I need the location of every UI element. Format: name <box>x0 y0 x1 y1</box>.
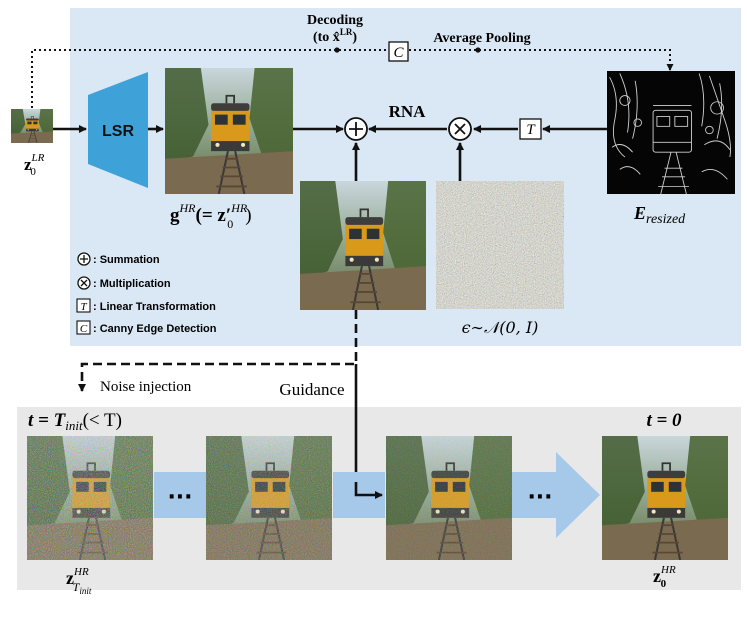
noise-injection-dashed-path <box>78 310 358 392</box>
transform-box <box>519 118 542 140</box>
z0-lr-image <box>11 109 53 143</box>
pooling-dot <box>475 47 481 53</box>
z0-hr-label: zHR 0 <box>653 564 676 590</box>
t-zero-label: t = 0 <box>646 410 682 431</box>
ghr-eq-sub: 0 <box>227 217 233 231</box>
legend-summation-text: : Summation <box>93 254 160 266</box>
z0-lr-base: z <box>24 155 32 174</box>
summation-cross <box>349 122 363 136</box>
ghr-eq-sup: HR <box>230 201 248 215</box>
guidance-label: Guidance <box>279 380 344 399</box>
legend-transform-text: : Linear Transformation <box>93 301 216 313</box>
decoding-dot <box>334 47 340 53</box>
legend: : Summation : Multiplication T : Linear … <box>76 252 217 335</box>
t-init-left: t = T <box>28 410 67 431</box>
zt-init-subsub: init <box>79 586 92 596</box>
epsilon-label: ϵ∼𝒩(0, I) <box>462 318 539 337</box>
z0-hr-base: z <box>653 566 661 586</box>
connector-bar-1 <box>154 472 206 518</box>
t-init-label: t = Tinit(< T) <box>28 410 122 433</box>
rna-label: RNA <box>389 102 427 121</box>
canny-box <box>388 41 409 62</box>
decoding-target-label: (to x̂LR) <box>313 27 357 45</box>
zt-init-image <box>27 436 153 560</box>
edge-map-image <box>607 71 735 194</box>
connector-arrow-3 <box>512 452 600 538</box>
decoding-dotted-path <box>31 49 674 113</box>
zt-init-sup: HR <box>73 566 89 578</box>
eresized-label: Eresized <box>633 203 686 227</box>
ghr-sup: HR <box>179 201 197 215</box>
ellipsis-2: ··· <box>527 485 552 510</box>
zt-init-base: z <box>66 568 74 588</box>
ghr-close: ) <box>245 205 251 226</box>
decoding-target-sup: LR <box>340 27 353 37</box>
legend-transform: T : Linear Transformation <box>76 298 216 313</box>
legend-transform-symbol: T <box>80 301 87 313</box>
z0-hr-image <box>602 436 728 560</box>
guidance-image <box>300 181 426 310</box>
ellipsis-1: ··· <box>167 485 192 510</box>
z0-hr-sup: HR <box>660 564 676 576</box>
decoding-target-close: ) <box>352 30 357 45</box>
lsr-label: LSR <box>102 123 134 140</box>
average-pooling-label: Average Pooling <box>433 31 530 46</box>
decoding-target-prefix: (to x̂ <box>313 30 340 45</box>
intermediate-image-1 <box>206 436 332 560</box>
noise-injection-label: Noise injection <box>100 379 192 395</box>
z0-lr-sup: LR <box>31 152 45 164</box>
eresized-sub: resized <box>646 212 686 227</box>
t-init-sub: init <box>65 418 83 433</box>
transform-symbol: T <box>526 122 536 138</box>
guidance-merge-arrow <box>354 482 383 499</box>
eresized-base: E <box>633 203 646 223</box>
legend-canny: C : Canny Edge Detection <box>76 320 217 335</box>
legend-summation: : Summation <box>77 252 160 266</box>
decoding-label: Decoding <box>307 13 363 28</box>
z0-lr-label: zLR 0 <box>24 152 45 178</box>
lsr-block <box>88 72 148 188</box>
multiplication-cross <box>454 123 466 135</box>
legend-multiplication: : Multiplication <box>77 276 171 290</box>
ghr-eq: (= z′ <box>196 205 232 226</box>
legend-canny-symbol: C <box>80 323 88 335</box>
canny-symbol: C <box>393 45 404 61</box>
ghr-image <box>165 68 293 194</box>
zt-init-sub: T <box>73 580 81 594</box>
intermediate-image-2 <box>386 436 512 560</box>
legend-canny-text: : Canny Edge Detection <box>93 323 217 335</box>
legend-multiplication-text: : Multiplication <box>93 278 171 290</box>
ghr-base: g <box>170 205 180 226</box>
t-init-right: (< T) <box>83 410 122 431</box>
zt-init-label: zHR Tinit <box>66 566 92 596</box>
noise-image <box>436 181 564 309</box>
z0-hr-sub: 0 <box>661 578 667 590</box>
z0-lr-sub: 0 <box>30 166 36 178</box>
